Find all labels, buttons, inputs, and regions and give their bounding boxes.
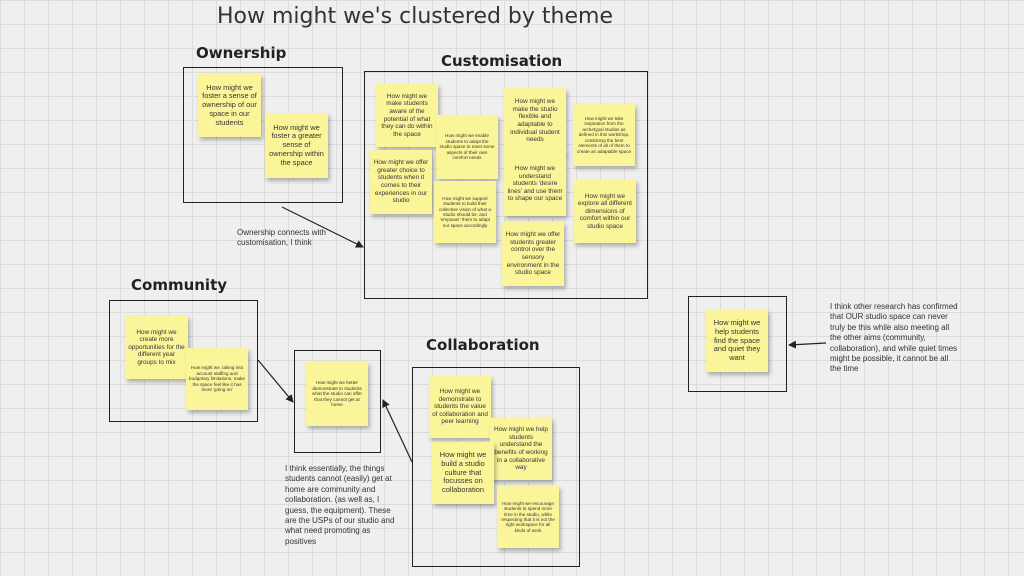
note-text: How might we enable students to adapt th… [439, 133, 495, 161]
ownership-to-customisation-arrow [281, 206, 364, 248]
note-text: How might we offer students greater cont… [505, 231, 561, 277]
sticky-note[interactable]: How might we explore all different dimen… [574, 180, 636, 243]
customisation-frame[interactable] [364, 71, 648, 299]
sticky-note[interactable]: How might we foster a greater sense of o… [265, 113, 328, 178]
sticky-note[interactable]: How might we enable students to adapt th… [436, 115, 498, 179]
note-text: How might we understand students 'desire… [507, 165, 563, 203]
sticky-note[interactable]: How might we offer greater choice to stu… [370, 150, 432, 214]
sticky-note[interactable]: How might we help students understand th… [490, 418, 552, 480]
note-text: How might we support students to build t… [439, 195, 491, 228]
note-text: How might we, taking into account staffi… [189, 365, 245, 393]
note-text: How might we foster a sense of ownership… [202, 82, 257, 127]
note-text: How might we build a studio culture that… [439, 450, 487, 495]
note-text: How might we make students aware of the … [381, 92, 433, 138]
note-text: How might we foster a greater sense of o… [269, 122, 324, 167]
quiet-annotation: I think other research has confirmed tha… [830, 302, 958, 374]
sticky-note[interactable]: How might we make the studio flexible an… [504, 88, 566, 154]
note-text: How might we better demonstrate to stude… [312, 380, 362, 408]
annotation-to-quiet-arrow [788, 340, 827, 349]
note-text: How might we help students find the spac… [713, 318, 761, 363]
sticky-note[interactable]: How might we help students find the spac… [706, 310, 768, 372]
studio-offer-frame[interactable] [294, 350, 381, 453]
usp-annotation: I think essentially, the things students… [285, 464, 395, 546]
sticky-note[interactable]: How might we make students aware of the … [376, 84, 438, 147]
note-text: How might we take inspiration from the a… [576, 116, 632, 154]
sticky-note[interactable]: How might we, taking into account staffi… [186, 348, 248, 410]
sticky-note[interactable]: How might we understand students 'desire… [504, 152, 566, 216]
collaboration-to-studio-offer-arrow [382, 399, 413, 463]
note-text: How might we encourage students to spend… [501, 500, 555, 533]
sticky-note[interactable]: How might we encourage students to spend… [497, 486, 559, 548]
community-frame[interactable] [109, 300, 258, 422]
sticky-note[interactable]: How might we build a studio culture that… [432, 442, 494, 504]
customisation-heading: Customisation [441, 52, 563, 70]
collaboration-frame[interactable] [412, 367, 580, 567]
quiet-space-frame[interactable] [688, 296, 787, 392]
sticky-note[interactable]: How might we create more opportunities f… [125, 316, 188, 379]
note-text: How might we demonstrate to students the… [432, 388, 488, 426]
community-to-studio-offer-arrow [257, 359, 294, 403]
sticky-note[interactable]: How might we take inspiration from the a… [573, 104, 635, 166]
ownership-link-annotation: Ownership connects with customisation, I… [237, 228, 326, 248]
ownership-heading: Ownership [196, 44, 287, 62]
note-text: How might we explore all different dimen… [578, 192, 632, 230]
note-text: How might we offer greater choice to stu… [373, 159, 429, 205]
community-heading: Community [131, 276, 228, 294]
note-text: How might we make the studio flexible an… [510, 98, 560, 144]
sticky-note[interactable]: How might we support students to build t… [434, 181, 496, 243]
sticky-note[interactable]: How might we offer students greater cont… [502, 222, 564, 286]
note-text: How might we help students understand th… [494, 426, 548, 472]
note-text: How might we create more opportunities f… [128, 328, 185, 366]
board-title: How might we's clustered by theme [217, 4, 613, 29]
sticky-note[interactable]: How might we foster a sense of ownership… [198, 74, 261, 137]
sticky-note[interactable]: How might we better demonstrate to stude… [306, 362, 368, 426]
sticky-note[interactable]: How might we demonstrate to students the… [429, 376, 491, 438]
ownership-frame[interactable] [183, 67, 343, 203]
collaboration-heading: Collaboration [426, 336, 540, 354]
